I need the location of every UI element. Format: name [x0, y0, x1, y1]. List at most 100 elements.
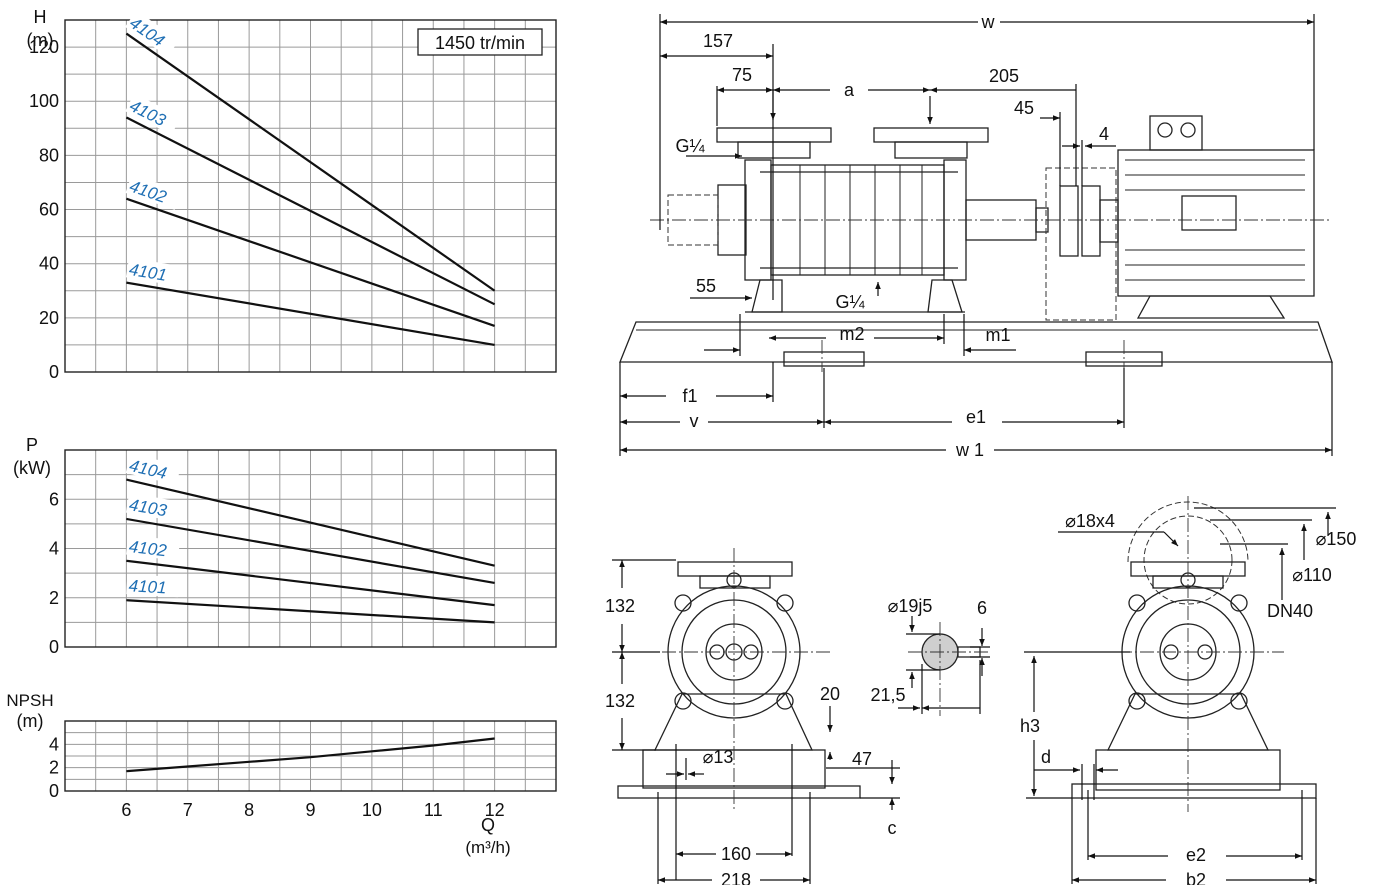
head-chart-frame: [64, 19, 557, 373]
head-series-4103-line: [125, 116, 496, 306]
dim-b2: b2: [1186, 870, 1206, 885]
baseplate-foot-left: [783, 351, 865, 367]
discharge-flange-neck: [894, 141, 968, 159]
npsh-ytick-label: 4: [49, 734, 59, 754]
motor-foot: [1136, 295, 1286, 319]
npsh-series-npsh-line: [126, 737, 495, 773]
end-view-base-plate: [617, 785, 861, 799]
dim-45: 45: [1014, 98, 1034, 118]
dim-110: ⌀110: [1292, 565, 1332, 585]
dim-132-top: 132: [605, 596, 635, 616]
head-ytick-label: 20: [39, 308, 59, 328]
rear-view-bolt-4: [1230, 692, 1248, 710]
dim-218: 218: [721, 870, 751, 885]
rear-view-bolt-1: [1128, 594, 1146, 612]
end-view-dimensions: [612, 559, 900, 884]
head-series-4102-label: 4102: [127, 177, 169, 207]
dim-e1: e1: [966, 407, 986, 427]
baseplate: [619, 321, 1333, 363]
head-chart-grid: [65, 20, 556, 372]
end-view-bolt-4: [776, 692, 794, 710]
npsh-chart-grid: [65, 721, 556, 791]
dim-13: ⌀13: [703, 747, 734, 767]
npsh-xtick-label: 8: [244, 800, 254, 820]
npsh-chart-ylabel: NPSH: [6, 691, 53, 710]
power-chart-frame: [64, 449, 557, 648]
power-series-4102-label: 4102: [128, 537, 168, 560]
npsh-chart-frame: [64, 720, 557, 792]
dim-d: d: [1041, 747, 1051, 767]
side-view-dimensions: [619, 14, 1333, 456]
suction-flange: [716, 127, 832, 143]
power-ytick-label: 0: [49, 637, 59, 657]
end-view-support: [653, 693, 814, 751]
npsh-xtick-label: 9: [305, 800, 315, 820]
dim-f1: f1: [682, 386, 697, 406]
head-ytick-label: 60: [39, 200, 59, 220]
dim-4: 4: [1099, 124, 1109, 144]
dim-19j5: ⌀19j5: [888, 596, 933, 616]
power-chart-yunit: (kW): [13, 458, 51, 478]
head-chart-yunit: (m): [27, 30, 54, 50]
npsh-xtick-label: 10: [362, 800, 382, 820]
head-ytick-label: 80: [39, 145, 59, 165]
head-series-4101-line: [126, 281, 495, 347]
power-series-4103-line: [126, 517, 495, 585]
suction-flange-neck: [737, 141, 811, 159]
head-series-4103-label-bg: [125, 93, 181, 135]
head-series-4102-label-bg: [125, 173, 182, 210]
head-ytick-label: 120: [29, 37, 59, 57]
end-view-bolt-2: [776, 594, 794, 612]
npsh-chart-yunit: (m): [17, 711, 44, 731]
dim-18x4: ⌀18x4: [1065, 511, 1115, 531]
npsh-xtick-label: 12: [485, 800, 505, 820]
motor-nameplate: [1181, 195, 1237, 231]
pump-end-view: 132 132 20 ⌀13 47 c 160 218: [605, 548, 900, 885]
npsh-chart-series: [126, 737, 495, 773]
pump-foot-left: [751, 279, 783, 313]
npsh-ytick-label: 2: [49, 758, 59, 778]
pump-foot-right: [927, 279, 963, 313]
dim-20: 20: [820, 684, 840, 704]
motor-body: [1117, 149, 1315, 297]
dim-132-bottom: 132: [605, 691, 635, 711]
power-ytick-label: 4: [49, 539, 59, 559]
coupling-guard: [1045, 167, 1117, 321]
dim-6: 6: [977, 598, 987, 618]
dim-160: 160: [721, 844, 751, 864]
dim-21-5: 21,5: [870, 685, 905, 705]
npsh-ytick-label: 0: [49, 781, 59, 801]
rear-view-base-plate: [1071, 783, 1317, 799]
rear-view-bolt-3: [1128, 692, 1146, 710]
power-series-4104-line: [126, 478, 495, 567]
head-series-4101-label-bg: [125, 257, 181, 286]
head-series-4102-line: [126, 197, 495, 328]
npsh-xtick-label: 7: [183, 800, 193, 820]
power-series-4102-label-bg: [126, 534, 181, 561]
dim-c: c: [888, 818, 897, 838]
pump-rear-view: ⌀18x4 ⌀150 ⌀110 DN40 h3 d e2 b2: [1020, 496, 1356, 885]
dim-m1: m1: [985, 325, 1010, 345]
power-series-4102-line: [126, 559, 495, 607]
power-series-4101-label: 4101: [128, 576, 167, 597]
dim-g14-bottom: G¼: [835, 292, 865, 312]
dim-205: 205: [989, 66, 1019, 86]
power-series-4104-label: 4104: [127, 456, 168, 483]
npsh-xtick-label: 6: [121, 800, 131, 820]
pump-side-view: w 157 75 a 205 45 4 G¼ 55 G¼ m2 m1 f1 v …: [619, 12, 1333, 460]
dim-v: v: [690, 411, 699, 431]
speed-annotation: 1450 tr/min: [435, 33, 525, 53]
head-series-4104-label-bg: [125, 10, 180, 57]
motor-fins: [1125, 159, 1305, 281]
end-view-flange-neck: [699, 575, 771, 589]
rear-view-dimensions: [1024, 507, 1336, 884]
end-view-top-flange: [677, 561, 793, 577]
discharge-flange: [873, 127, 989, 143]
head-ytick-label: 0: [49, 362, 59, 382]
